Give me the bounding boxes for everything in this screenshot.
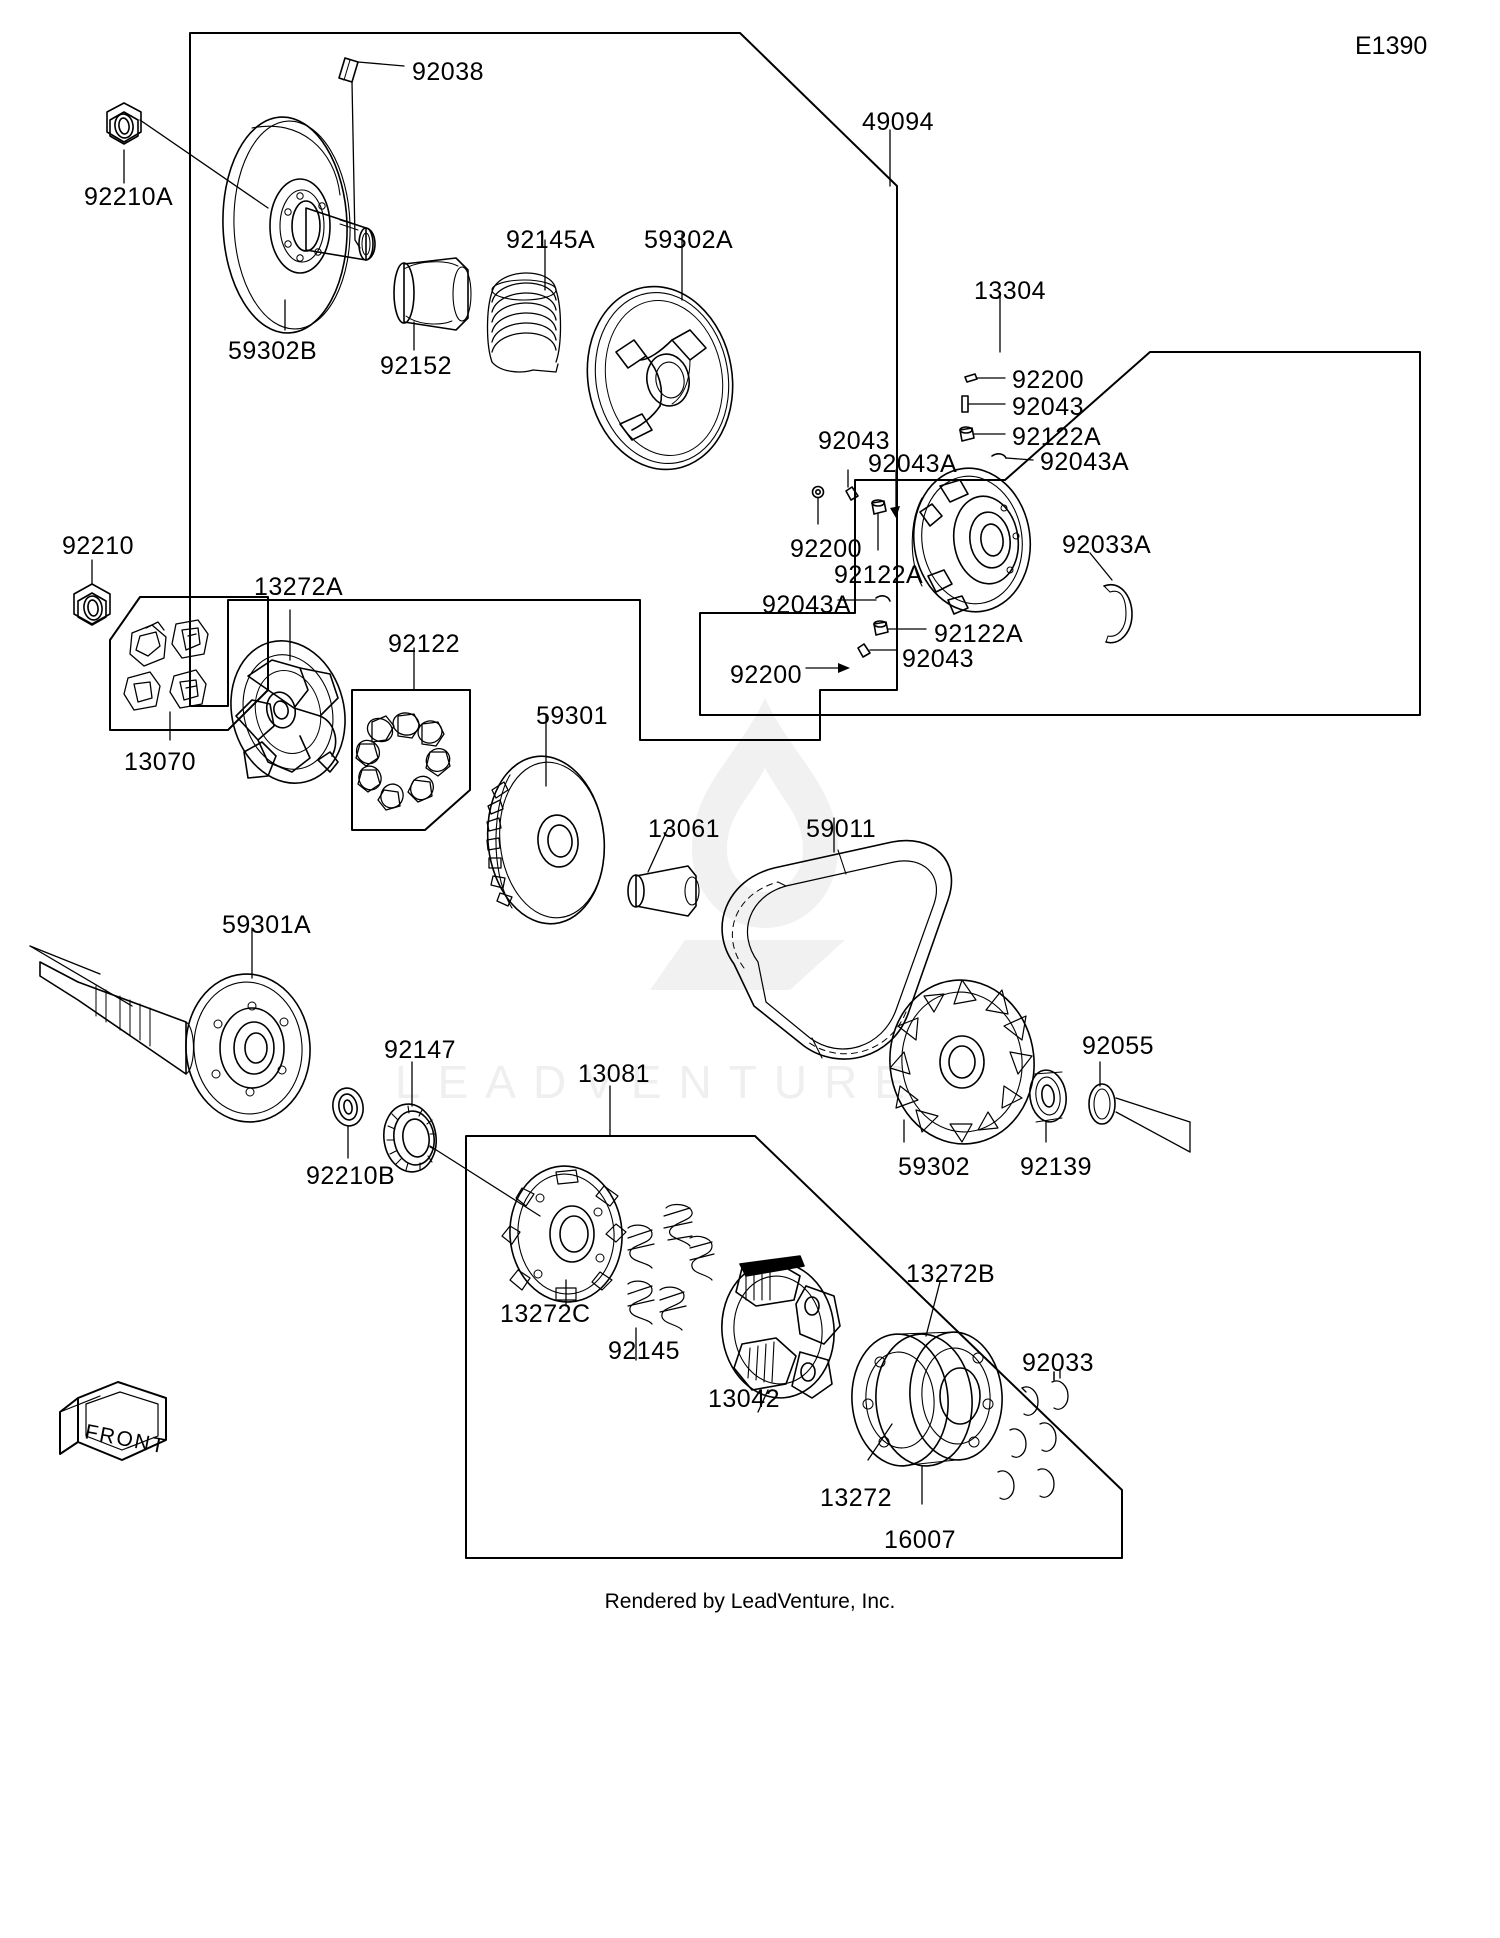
callout-92210[interactable]: 92210	[62, 532, 135, 560]
callout-92043A-mid-1[interactable]: 92043A	[868, 450, 958, 478]
callout-92122[interactable]: 92122	[388, 630, 461, 658]
callout-59302A[interactable]: 59302A	[644, 226, 734, 254]
callout-16007[interactable]: 16007	[884, 1526, 957, 1554]
callout-13081[interactable]: 13081	[578, 1060, 651, 1088]
diagram-code: E1390	[1355, 32, 1428, 60]
callout-13272B[interactable]: 13272B	[906, 1260, 996, 1288]
callout-92147[interactable]: 92147	[384, 1036, 457, 1064]
callout-92122A-mid-1[interactable]: 92122A	[834, 561, 924, 589]
callout-59301[interactable]: 59301	[536, 702, 609, 730]
callout-59302B[interactable]: 59302B	[228, 337, 318, 365]
callout-92139[interactable]: 92139	[1020, 1153, 1093, 1181]
callout-92033[interactable]: 92033	[1022, 1349, 1095, 1377]
callout-92043-low[interactable]: 92043	[902, 645, 975, 673]
callout-92038[interactable]: 92038	[412, 58, 485, 86]
front-direction-marker: FRONT	[76, 1398, 172, 1458]
callout-13272C[interactable]: 13272C	[500, 1300, 591, 1328]
callout-92200-mid-1[interactable]: 92200	[790, 535, 863, 563]
callout-92122A-right-1[interactable]: 92122A	[1012, 423, 1102, 451]
callout-92200-low[interactable]: 92200	[730, 661, 803, 689]
callout-92122A-low[interactable]: 92122A	[934, 620, 1024, 648]
leadventure-text-watermark: LEADVENTURE	[395, 1056, 922, 1108]
callout-59301A[interactable]: 59301A	[222, 911, 312, 939]
callout-92145[interactable]: 92145	[608, 1337, 681, 1365]
callout-92043-right-1[interactable]: 92043	[1012, 393, 1085, 421]
callout-92210B[interactable]: 92210B	[306, 1162, 396, 1190]
callout-92033A[interactable]: 92033A	[1062, 531, 1152, 559]
callout-49094[interactable]: 49094	[862, 108, 935, 136]
callout-13042[interactable]: 13042	[708, 1385, 781, 1413]
leadventure-flame-watermark	[640, 690, 890, 990]
callout-92043A-low[interactable]: 92043A	[762, 591, 852, 619]
callout-13272[interactable]: 13272	[820, 1484, 893, 1512]
callout-92210A[interactable]: 92210A	[84, 183, 174, 211]
render-credit: Rendered by LeadVenture, Inc.	[604, 1590, 896, 1613]
callout-59011[interactable]: 59011	[806, 815, 877, 843]
callout-13061[interactable]: 13061	[648, 815, 721, 843]
callout-13304[interactable]: 13304	[974, 277, 1047, 305]
callout-13070[interactable]: 13070	[124, 748, 197, 776]
callout-92043A-right-1[interactable]: 92043A	[1040, 448, 1130, 476]
callout-13272A[interactable]: 13272A	[254, 573, 344, 601]
callout-59302[interactable]: 59302	[898, 1153, 971, 1181]
callout-92145A[interactable]: 92145A	[506, 226, 596, 254]
svg-text:FRONT: FRONT	[83, 1420, 168, 1458]
callout-92043-mid-1[interactable]: 92043	[818, 427, 891, 455]
callout-92200-right-1[interactable]: 92200	[1012, 366, 1085, 394]
callout-92152[interactable]: 92152	[380, 352, 453, 380]
callout-92055[interactable]: 92055	[1082, 1032, 1155, 1060]
